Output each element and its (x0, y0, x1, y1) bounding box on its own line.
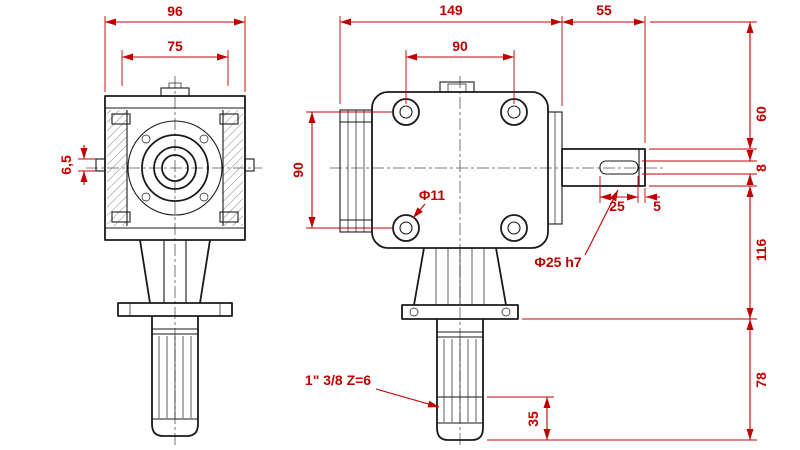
dimension-25-and-5: 25 5 (599, 176, 661, 214)
bolt-dia-label: Φ11 (419, 187, 446, 203)
shaft-bore (161, 154, 189, 182)
dimension-78: 78 (487, 319, 769, 441)
output-shaft (561, 148, 646, 187)
pto-shaft-front (436, 319, 484, 441)
right-view-dimensions: 149 55 90 90 Φ11 Φ25 h7 (290, 2, 769, 441)
right-view (330, 76, 664, 446)
top-cap-front (439, 81, 475, 93)
dim-side-tab-label: 6,5 (58, 155, 74, 175)
dimension-149: 149 (339, 2, 563, 106)
left-view-dimensions: 96 75 6,5 (58, 3, 246, 185)
mounting-flange-front (401, 304, 519, 320)
dim-body-width-label: 149 (439, 2, 463, 18)
section-hatch-left (107, 110, 127, 226)
section-hatch-right (223, 110, 243, 226)
side-tab-left (95, 158, 106, 172)
label-output-shaft-dia: Φ25 h7 (534, 189, 619, 270)
output-shaft-dia-label: Φ25 h7 (534, 254, 582, 270)
label-bolt-dia: Φ11 (412, 187, 446, 219)
label-spline-spec: 1" 3/8 Z=6 (305, 372, 440, 408)
dimension-116: 116 (522, 185, 769, 320)
dim-key-length-label: 25 (609, 198, 625, 214)
dimension-90-horizontal: 90 (405, 38, 515, 104)
dimension-55: 55 (562, 2, 646, 143)
dimension-35: 35 (487, 396, 554, 440)
side-tab-right (244, 158, 255, 172)
dim-shaft-to-flange-label: 116 (753, 238, 769, 261)
spline-spec-label: 1" 3/8 Z=6 (305, 372, 371, 388)
dim-top-to-shaft-label: 60 (753, 106, 769, 122)
dim-overall-width-label: 96 (167, 3, 183, 19)
dim-key-width-label: 8 (753, 164, 769, 172)
keyway (599, 160, 639, 175)
dim-key-end-offset-label: 5 (653, 198, 661, 214)
bearing-boss-outer (127, 120, 223, 216)
dim-spline-end-label: 35 (525, 411, 541, 427)
dimension-60: 60 (649, 21, 769, 150)
dimension-8: 8 (642, 150, 769, 185)
dim-shaft-length-label: 55 (596, 2, 612, 18)
dim-bolt-spacing-v-label: 90 (290, 162, 306, 178)
dim-inner-width-label: 75 (167, 38, 183, 54)
dimension-90-vertical: 90 (290, 111, 392, 229)
mounting-flange-side (117, 302, 233, 317)
dimension-96: 96 (104, 3, 246, 92)
dim-flange-to-tip-label: 78 (753, 372, 769, 388)
dimension-75: 75 (121, 38, 229, 86)
dim-bolt-spacing-h-label: 90 (452, 38, 468, 54)
pto-shaft-side (151, 316, 199, 437)
dimension-6-5: 6,5 (58, 145, 96, 185)
left-view (86, 76, 262, 446)
